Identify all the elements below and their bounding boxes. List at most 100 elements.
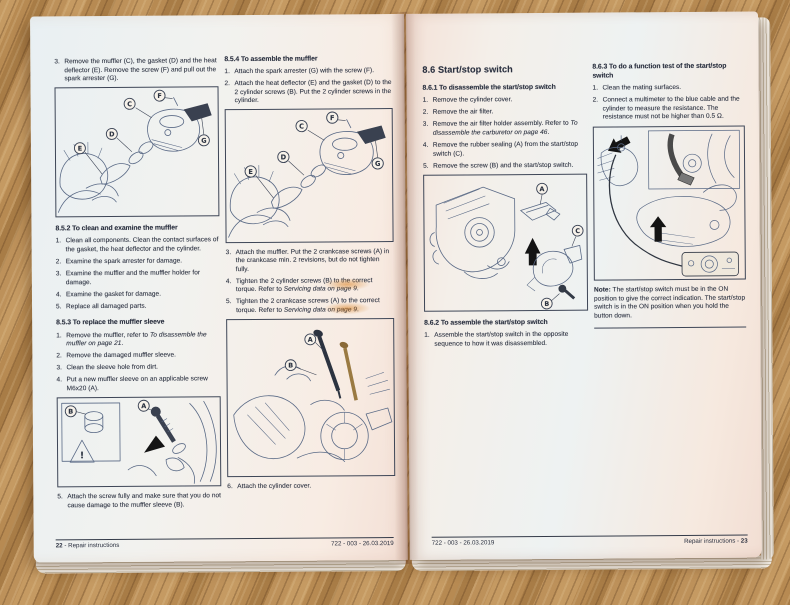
divider <box>594 326 747 329</box>
step: 5.Attach the screw fully and make sure t… <box>57 492 221 510</box>
step-text-plain: . <box>121 339 124 347</box>
page-footer-right: 722 - 003 - 26.03.2019 Repair instructio… <box>431 534 748 547</box>
step-number: 3. <box>55 270 62 278</box>
step-text-plain: . <box>547 128 550 136</box>
left-page: 3. Remove the muffler (C), the gasket (D… <box>30 13 408 563</box>
step: 1.Remove the muffler, refer to To disass… <box>56 331 220 349</box>
step: 5. Remove the screw (B) and the start/sto… <box>423 161 587 171</box>
step-text-plain: Remove the muffler, refer to <box>66 331 150 339</box>
step-number: 1. <box>422 97 429 105</box>
step-text: Attach the screw fully and make sure tha… <box>67 492 222 509</box>
callout-D: D <box>277 151 290 164</box>
step-number: 2. <box>592 96 599 104</box>
svg-text:A: A <box>540 185 545 193</box>
page-number: 22 <box>55 542 63 550</box>
svg-text:F: F <box>157 92 162 100</box>
step-text: Attach the muffler. Put the 2 crankcase … <box>235 247 390 273</box>
svg-text:E: E <box>78 145 83 153</box>
step: 1.Attach the spark arrester (G) with the… <box>224 67 392 77</box>
step-number: 5. <box>225 298 232 306</box>
step-number: 5. <box>423 162 429 170</box>
step-number: 4. <box>56 376 63 384</box>
step-number: 3. <box>225 248 232 256</box>
step-text: Put a new muffler sleeve on an applicabl… <box>66 375 208 393</box>
svg-text:C: C <box>127 100 132 108</box>
svg-text:D: D <box>281 154 287 162</box>
figure-muffler-sleeve: ! A B <box>56 396 222 488</box>
figure-crankcase-screws: A B <box>226 318 396 478</box>
warning-triangle <box>69 439 95 463</box>
step-number: 3. <box>422 121 429 129</box>
callout-B: B <box>64 405 77 418</box>
callout-C: C <box>295 120 308 133</box>
spark-arrester-dark <box>183 103 212 122</box>
doc-code: 722 - 003 - 26.03.2019 <box>431 539 495 547</box>
callout-G: G <box>197 134 210 147</box>
step-text: Tighten the 2 crankcase screws (A) to th… <box>236 297 394 315</box>
section-heading-86: 8.6 Start/stop switch <box>422 64 513 75</box>
warning-exclamation: ! <box>80 451 84 461</box>
step-number: 6. <box>227 483 233 491</box>
up-arrow <box>524 237 541 266</box>
step-text: Clean the sleeve hole from dirt. <box>66 363 159 372</box>
step-number: 4. <box>422 141 429 149</box>
step-text-plain: . <box>356 285 359 293</box>
step: 1.Clean the mating surfaces. <box>593 84 745 94</box>
step-text: Examine the gasket for damage. <box>65 290 162 299</box>
cross-reference: Servicing data on page 9 <box>283 285 357 294</box>
callout-E: E <box>244 165 257 179</box>
spark-arrester-dark <box>356 125 386 145</box>
callout-B: B <box>284 359 297 372</box>
step-text: Examine the spark arrester for damage. <box>65 257 183 266</box>
svg-text:A: A <box>308 336 313 344</box>
step-number: 1. <box>55 237 62 245</box>
startstop-switch-drawing: A C B <box>429 182 584 310</box>
step-text-plain: Remove the air filter holder assembly. R… <box>432 120 571 129</box>
step-number: 2. <box>224 80 231 88</box>
svg-text:C: C <box>299 123 304 131</box>
step-text: Attach the spark arrester (G) with the s… <box>234 67 375 76</box>
step-number: 1. <box>424 332 430 340</box>
callout-C: C <box>571 224 584 237</box>
section-heading-852: 8.5.2 To clean and examine the muffler <box>55 224 178 233</box>
step: 3.Remove the air filter holder assembly.… <box>423 120 587 138</box>
step-number: 4. <box>225 277 232 285</box>
step: 2.Attach the heat deflector (E) and the … <box>224 79 392 106</box>
step-text: Remove the screw (B) and the start/stop … <box>433 161 574 170</box>
step: 2.Connect a multimeter to the blue cable… <box>593 96 745 123</box>
step-text: Attach the heat deflector (E) and the ga… <box>234 79 392 105</box>
step: 1.Clean all components. Clean the contac… <box>56 237 220 255</box>
left-page-column-1: 3. Remove the muffler (C), the gasket (D… <box>54 57 222 514</box>
right-page-column-2: 8.6.3 To do a function test of the start… <box>592 62 747 329</box>
note-label: Note: <box>593 286 611 294</box>
step-text: Clean all components. Clean the contact … <box>65 236 219 254</box>
figure-startstop-switch: A C B <box>423 173 589 313</box>
step: 3.Clean the sleeve hole from dirt. <box>56 363 220 373</box>
muffler-exploded-drawing: C F D E G <box>57 89 212 213</box>
footer-section-label: - Repair instructions <box>62 541 120 550</box>
svg-text:B: B <box>68 408 73 416</box>
open-repair-manual: 3. Remove the muffler (C), the gasket (D… <box>26 7 774 592</box>
up-arrow <box>649 215 667 242</box>
svg-text:D: D <box>109 131 115 139</box>
section-heading-854: 8.5.4 To assemble the muffler <box>224 55 318 64</box>
callout-E: E <box>73 142 86 155</box>
step-number: 2. <box>422 109 429 117</box>
step: 5.Replace all damaged parts. <box>56 302 220 312</box>
step-number: 2. <box>55 258 62 266</box>
step: 4.Remove the rubber sealing (A) from the… <box>423 141 587 159</box>
step-text: Remove the air filter holder assembly. R… <box>433 120 587 138</box>
right-page: 8.6 Start/stop switch 8.6.1 To disassemb… <box>406 11 762 560</box>
step: 2.Examine the spark arrester for damage. <box>56 257 220 267</box>
step: 4.Tighten the 2 cylinder screws (B) to t… <box>226 277 394 295</box>
section-heading-853: 8.5.3 To replace the muffler sleeve <box>56 319 165 327</box>
step: 1.Assemble the start/stop switch in the … <box>424 331 588 349</box>
step-text: Remove the air filter. <box>432 108 494 117</box>
section-heading-861: 8.6.1 To disassemble the start/stop swit… <box>422 84 556 92</box>
section-heading-863: 8.6.3 To do a function test of the start… <box>592 62 727 80</box>
doc-code: 722 - 003 - 26.03.2019 <box>331 540 394 548</box>
step-number: 1. <box>592 84 599 92</box>
step-text: Remove the muffler (C), the gasket (D) a… <box>64 57 217 83</box>
svg-text:E: E <box>248 168 253 176</box>
callout-A: A <box>536 182 548 195</box>
